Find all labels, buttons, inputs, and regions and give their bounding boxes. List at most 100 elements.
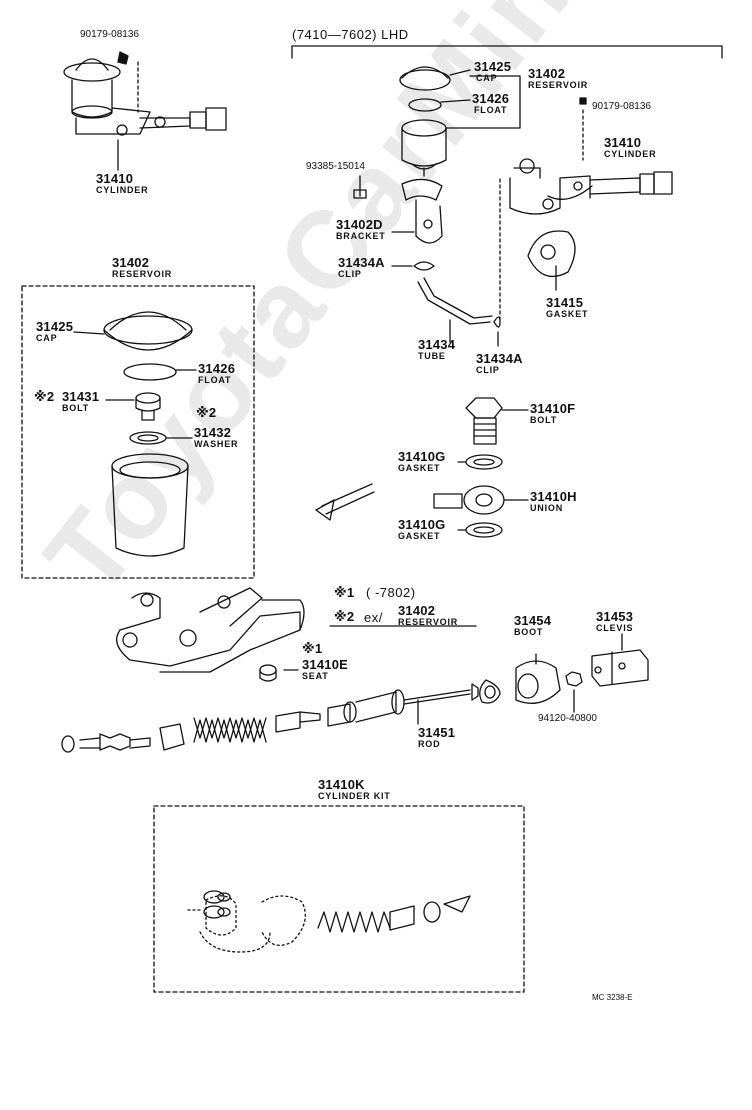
union-bolt-name: BOLT xyxy=(530,415,558,425)
union-bolt-drawing xyxy=(465,397,529,445)
seat-name: SEAT xyxy=(302,671,329,681)
union-name: UNION xyxy=(530,503,563,513)
box-washer-name: WASHER xyxy=(194,439,239,449)
union-gasket2-drawing xyxy=(457,522,503,538)
cylinder-kit-frame xyxy=(153,805,525,993)
lhd-cap-number: 31425 xyxy=(474,59,512,74)
note-2-name: RESERVOIR xyxy=(398,617,459,627)
lhd-reservoir-body-drawing xyxy=(401,119,447,177)
direction-arrow xyxy=(315,483,375,521)
top-left-bolt-part: 90179-08136 xyxy=(80,29,139,40)
lhd-bracket-name: BRACKET xyxy=(336,231,386,241)
lhd-tube-drawing xyxy=(417,277,493,343)
box-mark-2: ※2 xyxy=(196,405,217,420)
lhd-range-header: (7410—7602) LHD xyxy=(292,27,409,42)
top-left-cylinder-name: CYLINDER xyxy=(96,185,149,195)
cylinder-kit-drawing xyxy=(187,895,306,953)
clevis-name: CLEVIS xyxy=(596,623,634,633)
lhd-cylinder-name: CYLINDER xyxy=(604,149,657,159)
box-bolt-name: BOLT xyxy=(62,403,90,413)
kit-name: CYLINDER KIT xyxy=(318,791,391,801)
internals-row-drawing xyxy=(61,679,501,753)
union-gasket-number: 31410G xyxy=(398,449,446,464)
note-1-mark: ※1 xyxy=(334,585,355,600)
union-gasket2-number: 31410G xyxy=(398,517,446,532)
lhd-screw-part: 93385-15014 xyxy=(306,161,365,172)
lhd-clip2-drawing xyxy=(493,316,501,347)
lhd-reservoir-number: 31402 xyxy=(528,66,566,81)
box-float-number: 31426 xyxy=(198,361,236,376)
lhd-cap-name: CAP xyxy=(476,73,498,83)
box-bolt-drawing xyxy=(105,392,161,421)
top-left-cylinder-drawing xyxy=(63,51,227,171)
note-1-text: ( -7802) xyxy=(366,585,416,600)
box-reservoir-drawing xyxy=(111,453,189,557)
seat-number: 31410E xyxy=(302,657,349,672)
box-float-name: FLOAT xyxy=(198,375,232,385)
note-2-text: ex/ xyxy=(364,610,383,625)
lhd-clip2-number: 31434A xyxy=(476,351,523,366)
box-bolt-number: 31431 xyxy=(62,389,100,404)
lhd-bracket-number: 31402D xyxy=(336,217,383,232)
lhd-float-name: FLOAT xyxy=(474,105,508,115)
lhd-reservoir-name: RESERVOIR xyxy=(528,80,589,90)
cylinder-kit-seals xyxy=(203,890,231,919)
boot-drawing xyxy=(515,653,561,704)
box-reservoir-name: RESERVOIR xyxy=(112,269,173,279)
lhd-cylinder-number: 31410 xyxy=(604,135,642,150)
main-cylinder-drawing xyxy=(116,587,305,673)
lhd-screw-drawing xyxy=(353,175,367,199)
lhd-gasket-number: 31415 xyxy=(546,295,584,310)
union-bolt-number: 31410F xyxy=(530,401,576,416)
seat-drawing xyxy=(259,664,299,682)
lhd-clip-number: 31434A xyxy=(338,255,385,270)
lhd-cylinder-drawing xyxy=(509,158,673,215)
reservoir-box-frame xyxy=(21,285,255,579)
note-2-mark: ※2 xyxy=(334,609,355,624)
note-2-number: 31402 xyxy=(398,603,436,618)
union-gasket2-name: GASKET xyxy=(398,531,441,541)
box-washer-drawing xyxy=(129,431,193,445)
lhd-gasket-name: GASKET xyxy=(546,309,589,319)
clevis-drawing xyxy=(591,633,649,687)
rod-number: 31451 xyxy=(418,725,456,740)
lhd-tube-name: TUBE xyxy=(418,351,446,361)
box-cap-drawing xyxy=(73,311,193,351)
union-gasket-name: GASKET xyxy=(398,463,441,473)
top-left-cylinder-number: 31410 xyxy=(96,171,134,186)
box-bolt-mark: ※2 xyxy=(34,389,55,404)
lhd-tube-number: 31434 xyxy=(418,337,456,352)
lhd-group-bracket xyxy=(291,45,723,59)
lhd-clip2-name: CLIP xyxy=(476,365,500,375)
lhd-cap-drawing xyxy=(399,66,471,91)
union-gasket-drawing xyxy=(457,454,503,470)
kit-number: 31410K xyxy=(318,777,365,792)
box-washer-number: 31432 xyxy=(194,425,232,440)
clevis-number: 31453 xyxy=(596,609,634,624)
drawing-code: MC 3238-E xyxy=(592,993,633,1002)
box-cap-number: 31425 xyxy=(36,319,74,334)
lhd-float-drawing xyxy=(408,98,471,112)
reservoir-leader xyxy=(445,75,521,129)
cylinder-kit-spring xyxy=(317,895,471,933)
union-drawing xyxy=(433,485,529,515)
box-reservoir-number: 31402 xyxy=(112,255,150,270)
lhd-gasket-drawing xyxy=(527,230,576,291)
seat-mark: ※1 xyxy=(302,641,323,656)
nut-part: 94120-40800 xyxy=(538,713,597,724)
rod-name: ROD xyxy=(418,739,441,749)
lhd-float-number: 31426 xyxy=(472,91,510,106)
box-cap-name: CAP xyxy=(36,333,58,343)
box-float-drawing xyxy=(123,363,197,381)
lhd-bracket-drawing xyxy=(391,178,443,244)
union-number: 31410H xyxy=(530,489,577,504)
lhd-clip-drawing xyxy=(391,261,435,271)
boot-number: 31454 xyxy=(514,613,552,628)
nut-drawing xyxy=(565,671,583,713)
lhd-bolt-drawing xyxy=(579,97,587,161)
lhd-clip-name: CLIP xyxy=(338,269,362,279)
lhd-bolt-part: 90179-08136 xyxy=(592,101,651,112)
boot-name: BOOT xyxy=(514,627,544,637)
